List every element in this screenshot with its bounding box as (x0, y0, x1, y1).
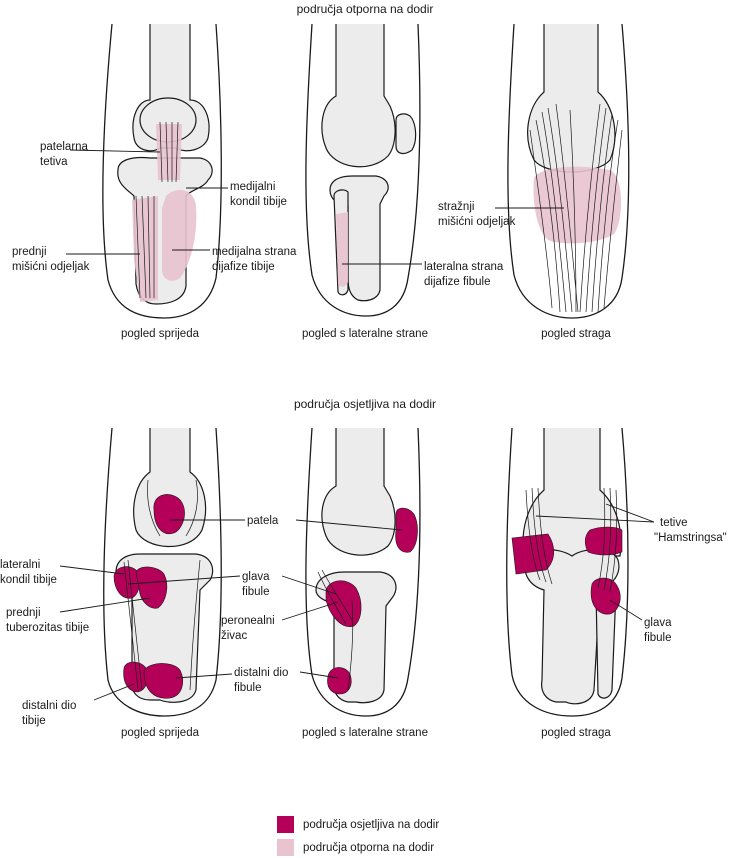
label-peroneal-nerve-1: peronealni (221, 615, 275, 627)
label-lateral-condyle-2: kondil tibije (0, 574, 57, 586)
label-anterior-compartment-1: prednji (12, 246, 47, 258)
label-distal-fibula-2: fibule (234, 682, 262, 694)
label-lateral-condyle-1: lateralni (0, 559, 40, 571)
label-hamstrings-1: tetive (660, 517, 688, 529)
label-medial-condyle-2: kondil tibije (230, 196, 287, 208)
top-back-view (507, 23, 630, 319)
legend-sensitive-text: područja osjetljiva na dodir (303, 818, 440, 831)
legend-resistant: područja otporna na dodir (277, 839, 434, 856)
view-label-top-front: pogled sprijeda (121, 328, 200, 340)
view-label-bottom-back: pogled straga (541, 727, 611, 739)
label-lateral-fibula-2: dijafize fibule (424, 276, 490, 288)
legend-sensitive: područja osjetljiva na dodir (277, 816, 439, 833)
label-anterior-compartment-2: mišićni odjeljak (12, 261, 90, 273)
top-front-view (102, 23, 222, 319)
bottom-lateral-view (305, 427, 421, 717)
view-label-top-back: pogled straga (541, 328, 611, 340)
label-posterior-compartment-2: mišićni odjeljak (438, 216, 516, 228)
label-head-fibula-back-2: fibule (644, 632, 672, 644)
view-label-bottom-lateral: pogled s lateralne strane (302, 727, 428, 739)
label-posterior-compartment-1: stražnji (438, 201, 474, 213)
label-head-fibula-front-2: fibule (242, 586, 270, 598)
view-label-top-lateral: pogled s lateralne strane (302, 328, 428, 340)
label-distal-tibia-1: distalni dio (22, 700, 76, 712)
label-tibial-tuberosity-2: tuberozitas tibije (6, 622, 89, 634)
label-medial-condyle-1: medijalni (230, 181, 275, 193)
label-hamstrings-2: "Hamstringsa" (654, 532, 727, 544)
legend-resistant-text: područja otporna na dodir (303, 841, 435, 854)
label-patellar-tendon-1: patelarna (40, 141, 89, 153)
label-medial-shaft-1: medijalna strana (212, 246, 297, 258)
label-tibial-tuberosity-1: prednji (6, 607, 41, 619)
bottom-section-title: područja osjetljiva na dodir (294, 397, 436, 411)
label-head-fibula-back-1: glava (644, 617, 672, 629)
label-distal-fibula-1: distalni dio (234, 667, 288, 679)
view-label-bottom-front: pogled sprijeda (121, 727, 200, 739)
legend-sensitive-swatch (277, 816, 294, 833)
label-patellar-tendon-2: tetiva (40, 156, 68, 168)
legend-resistant-swatch (277, 839, 294, 856)
label-distal-tibia-2: tibije (22, 715, 46, 727)
label-patella: patela (247, 515, 279, 527)
top-lateral-view (305, 23, 421, 317)
bottom-back-view (506, 427, 629, 717)
top-section-title: područja otporna na dodir (297, 2, 434, 16)
label-peroneal-nerve-2: živac (221, 630, 247, 642)
label-head-fibula-front-1: glava (242, 571, 270, 583)
bottom-front-view (102, 427, 222, 717)
label-medial-shaft-2: dijafize tibije (212, 261, 275, 273)
label-lateral-fibula-1: lateralna strana (424, 261, 504, 273)
